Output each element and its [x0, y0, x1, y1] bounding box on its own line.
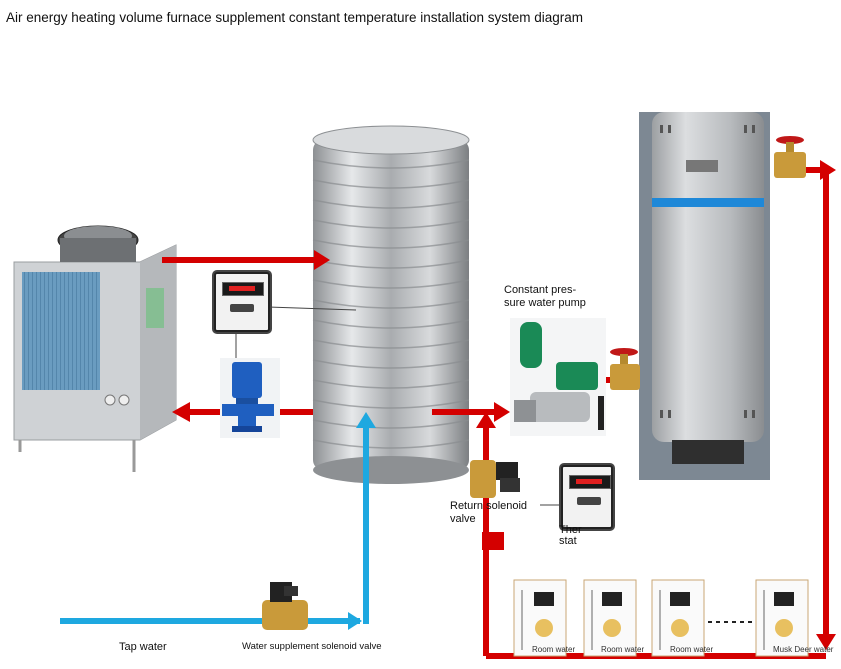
heat-pump-unit [13, 225, 177, 472]
circulation-pump-icon [220, 358, 280, 438]
room-terminals [513, 579, 809, 657]
room-label: Musk Deer water [773, 645, 834, 654]
room-label: Room water [601, 645, 645, 654]
controller-icon-thermostat [561, 465, 613, 529]
controller-icon-heat-pump [214, 272, 270, 332]
label-thermostat-1: Ther [559, 524, 582, 536]
solenoid-valve-icon-return [470, 460, 520, 498]
room-label: Room water [670, 645, 714, 654]
label-return-solenoid-valve-2: valve [450, 513, 476, 525]
cold-water-pipes [60, 420, 369, 624]
label-constant-pressure-pump-2: sure water pump [504, 297, 586, 309]
furnace-blue-stripe [652, 198, 764, 207]
cold-flow-arrows [348, 412, 376, 630]
label-constant-pressure-pump-1: Constant pres- [504, 284, 577, 296]
stainless-water-tank [312, 125, 470, 484]
label-supplement-valve: Water supplement solenoid valve [242, 641, 382, 652]
pressure-pump-icon [510, 318, 606, 436]
gate-valve-icon-pump-outlet [610, 348, 640, 390]
volume-furnace [639, 112, 770, 480]
label-tap-water: Tap water [119, 641, 167, 653]
sensor-wire [267, 306, 357, 311]
gate-valve-icon-furnace-outlet [774, 136, 806, 178]
solenoid-valve-icon-supplement [262, 582, 308, 630]
room-label: Room water [532, 645, 576, 654]
heat-pump-fins [22, 272, 100, 390]
hot-flow-arrows [172, 160, 836, 650]
return-pipe-elbow [482, 532, 504, 550]
label-thermostat-2: stat [559, 535, 577, 547]
diagram-title: Air energy heating volume furnace supple… [6, 10, 584, 25]
label-return-solenoid-valve-1: Return solenoid [450, 500, 528, 512]
